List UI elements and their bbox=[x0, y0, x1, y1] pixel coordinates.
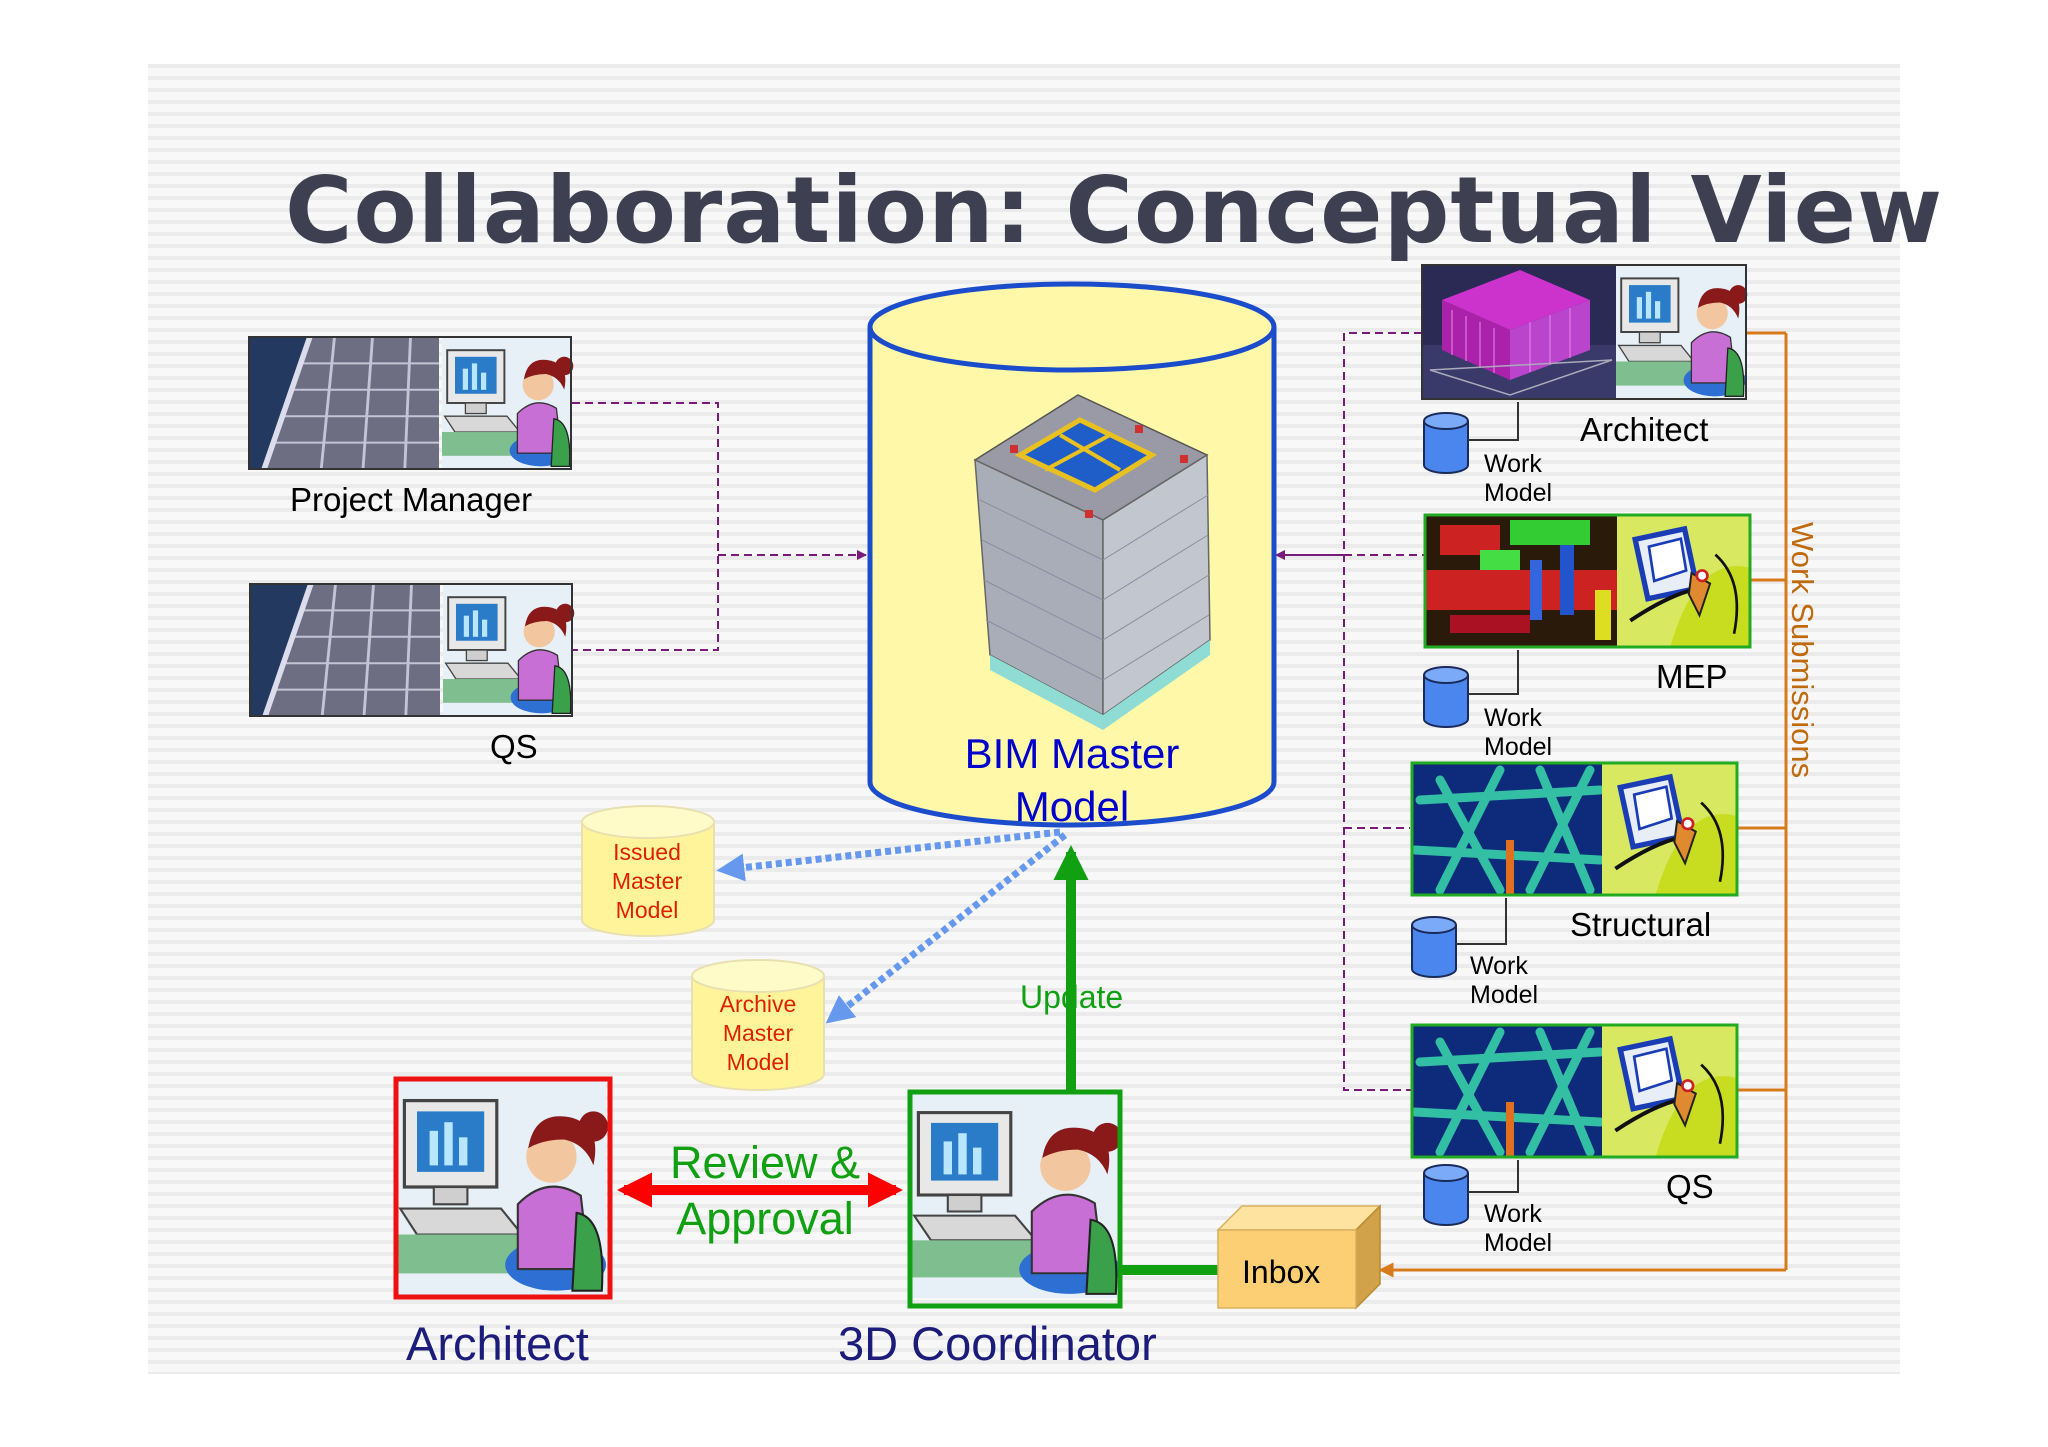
bim-master-label-line2: Model bbox=[1014, 782, 1130, 830]
discipline-qs-label: QS bbox=[1666, 1168, 1714, 1205]
discipline-structural-label: Structural bbox=[1570, 906, 1712, 943]
qs-left-image bbox=[250, 584, 576, 716]
issued-master-label: Issued Master Model bbox=[592, 838, 702, 924]
mep-work-line1: Work bbox=[1484, 704, 1542, 732]
architect-work-model-db bbox=[1423, 412, 1469, 474]
project-manager-label: Project Manager bbox=[290, 481, 533, 518]
coordinator-label: 3D Coordinator bbox=[838, 1317, 1157, 1370]
archive-arrows bbox=[716, 828, 1068, 1024]
left-connector-lines bbox=[572, 402, 867, 651]
issued-master-cylinder bbox=[581, 805, 715, 937]
issued-line2: Master bbox=[611, 867, 683, 894]
structural-work-line2: Model bbox=[1470, 980, 1539, 1009]
archive-line2: Master bbox=[722, 1019, 794, 1046]
structural-work-model-label: Work Model bbox=[1470, 952, 1538, 1010]
architect-portrait bbox=[393, 1076, 613, 1300]
review-approval-label: Review & Approval bbox=[650, 1135, 880, 1248]
qs-db-link bbox=[1468, 1160, 1519, 1193]
discipline-architect-image bbox=[1421, 263, 1749, 401]
review-line1: Review & bbox=[669, 1137, 861, 1188]
qs-work-model-db bbox=[1423, 1164, 1469, 1226]
discipline-qs-image bbox=[1410, 1025, 1737, 1157]
coordinator-portrait bbox=[907, 1089, 1124, 1309]
architect-work-line1: Work bbox=[1484, 450, 1542, 478]
structural-work-line1: Work bbox=[1470, 952, 1528, 980]
architect-work-model-label: Work Model bbox=[1484, 450, 1552, 508]
discipline-architect-label: Architect bbox=[1580, 411, 1709, 448]
qs-work-line2: Model bbox=[1484, 1228, 1553, 1257]
inbox-box bbox=[1216, 1204, 1382, 1310]
bim-tower-model bbox=[973, 394, 1211, 730]
archive-line3: Model bbox=[726, 1048, 790, 1075]
architect-bottom-label: Architect bbox=[406, 1317, 589, 1370]
archive-master-cylinder bbox=[691, 959, 825, 1091]
issued-line1: Issued bbox=[613, 839, 681, 865]
discipline-mep-image bbox=[1423, 515, 1750, 647]
bim-master-label: BIM Master Model bbox=[912, 728, 1232, 833]
archive-line1: Archive bbox=[719, 991, 797, 1017]
qs-left-label: QS bbox=[490, 728, 538, 765]
architect-db-link bbox=[1468, 402, 1519, 441]
work-submissions-line bbox=[1378, 331, 1788, 1278]
mep-work-line2: Model bbox=[1484, 732, 1553, 761]
bim-master-label-line1: BIM Master bbox=[964, 730, 1180, 777]
mep-work-model-db bbox=[1423, 666, 1469, 728]
mep-db-link bbox=[1468, 650, 1519, 695]
work-submissions-label: Work Submissions bbox=[1785, 522, 1820, 779]
update-label: Update bbox=[1020, 979, 1124, 1015]
qs-work-line1: Work bbox=[1484, 1200, 1542, 1228]
mep-work-model-label: Work Model bbox=[1484, 704, 1552, 762]
archive-master-label: Archive Master Model bbox=[703, 990, 813, 1076]
right-connector-lines bbox=[1275, 332, 1424, 1091]
discipline-structural-image bbox=[1410, 763, 1737, 895]
architect-work-line2: Model bbox=[1484, 478, 1553, 507]
project-manager-image bbox=[249, 337, 575, 469]
discipline-mep-label: MEP bbox=[1656, 658, 1728, 695]
issued-line3: Model bbox=[615, 896, 679, 923]
inbox-label: Inbox bbox=[1242, 1254, 1321, 1290]
structural-work-model-db bbox=[1411, 916, 1457, 978]
structural-db-link bbox=[1456, 898, 1507, 945]
qs-work-model-label: Work Model bbox=[1484, 1200, 1552, 1258]
page-title: Collaboration: Conceptual View bbox=[285, 157, 1944, 264]
review-line2: Approval bbox=[676, 1193, 854, 1245]
